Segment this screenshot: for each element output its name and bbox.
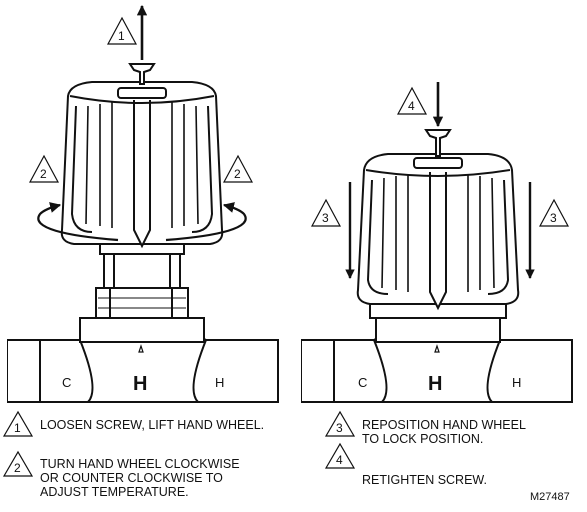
right-valve-label-h-center: H	[428, 373, 442, 395]
right-hand-wheel	[356, 153, 520, 311]
svg-text:TURN HAND WHEEL CLOCKWISE: TURN HAND WHEEL CLOCKWISE	[40, 457, 240, 471]
step-3-badge-left: 3	[310, 198, 342, 227]
svg-text:OR COUNTER CLOCKWISE TO: OR COUNTER CLOCKWISE TO	[40, 471, 223, 485]
step-2-badge-right: 2	[222, 154, 254, 183]
svg-text:REPOSITION HAND WHEEL: REPOSITION HAND WHEEL	[362, 418, 526, 432]
right-valve-label-h-right: H	[512, 375, 521, 390]
step-4-badge-top: 4	[396, 86, 428, 115]
left-valve-assembly: C H H	[7, 4, 279, 403]
right-screw	[424, 129, 452, 157]
left-hand-wheel	[60, 81, 224, 249]
instruction-step-4: 4 RETIGHTEN SCREW.	[324, 442, 487, 487]
svg-text:1: 1	[14, 421, 21, 435]
svg-text:2: 2	[40, 167, 47, 181]
svg-text:RETIGHTEN SCREW.: RETIGHTEN SCREW.	[362, 473, 487, 487]
svg-text:2: 2	[234, 167, 241, 181]
svg-text:3: 3	[336, 421, 343, 435]
left-bonnet-nut	[79, 243, 205, 343]
figure-id: M27487	[530, 491, 570, 503]
svg-text:3: 3	[322, 211, 329, 225]
step-1-badge-top: 1	[106, 16, 138, 45]
left-screw	[128, 63, 156, 85]
left-valve-label-h-right: H	[215, 375, 224, 390]
svg-text:4: 4	[408, 99, 415, 113]
svg-text:LOOSEN SCREW, LIFT HAND WHEEL.: LOOSEN SCREW, LIFT HAND WHEEL.	[40, 418, 264, 432]
step-3-badge-right: 3	[538, 198, 570, 227]
svg-text:1: 1	[118, 29, 125, 43]
right-valve-assembly: C H H	[301, 82, 573, 403]
instruction-step-3: 3 REPOSITION HAND WHEEL TO LOCK POSITION…	[324, 410, 526, 446]
svg-text:4: 4	[336, 453, 343, 467]
right-valve-label-c: C	[358, 375, 367, 390]
svg-text:ADJUST TEMPERATURE.: ADJUST TEMPERATURE.	[40, 485, 189, 499]
svg-text:TO LOCK POSITION.: TO LOCK POSITION.	[362, 432, 483, 446]
left-valve-label-h-center: H	[133, 373, 147, 395]
step-2-badge-left: 2	[28, 154, 60, 183]
left-valve-label-c: C	[62, 375, 71, 390]
left-rotation-arrow-left	[37, 202, 119, 242]
svg-text:2: 2	[14, 461, 21, 475]
svg-text:3: 3	[550, 211, 557, 225]
left-rotation-arrow-right	[165, 202, 247, 242]
instruction-step-2: 2 TURN HAND WHEEL CLOCKWISE OR COUNTER C…	[2, 450, 240, 499]
instruction-step-1: 1 LOOSEN SCREW, LIFT HAND WHEEL.	[2, 410, 264, 437]
